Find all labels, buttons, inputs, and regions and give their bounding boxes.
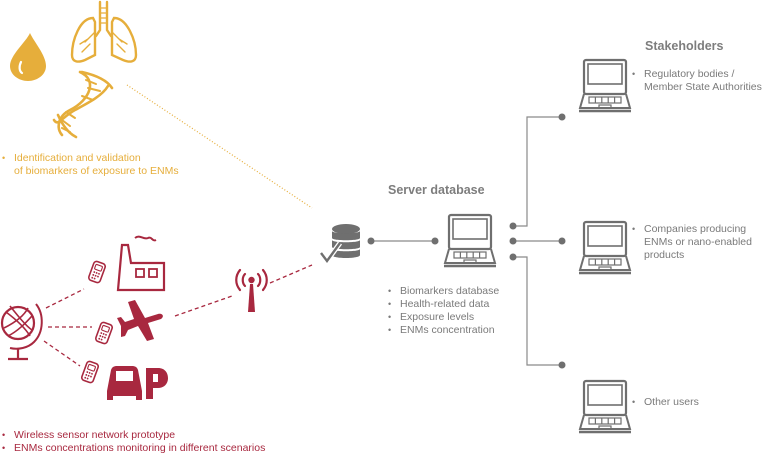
- server-bullet: Exposure levels: [388, 311, 499, 324]
- stakeholder-connectors: [513, 116, 562, 366]
- biomarkers-bullets: Identification and validation of biomark…: [2, 152, 179, 178]
- database-check-icon: [319, 224, 360, 266]
- sensor-bullets: Wireless sensor network prototype ENMs c…: [2, 429, 265, 455]
- biomarker-link-line: [126, 84, 313, 209]
- stakeholder-item: Regulatory bodies / Member State Authori…: [632, 68, 762, 94]
- drop-icon: [10, 33, 46, 81]
- globe-icon: [0, 303, 43, 361]
- stakeholder-laptop-icon: [577, 220, 633, 275]
- server-bullets: Biomarkers database Health-related data …: [388, 285, 499, 337]
- phone-icon: [94, 320, 114, 346]
- factory-icon: [116, 235, 166, 292]
- sensor-bullet: Wireless sensor network prototype: [2, 429, 265, 442]
- server-laptop-icon: [442, 213, 498, 268]
- server-title: Server database: [388, 183, 485, 197]
- car-parking-icon: [107, 366, 168, 400]
- dna-icon: [52, 70, 114, 139]
- stakeholder-laptop-icon: [577, 379, 633, 434]
- stakeholder-laptop-icon: [577, 58, 633, 113]
- sensor-network-lines: [43, 264, 313, 367]
- server-connector: [367, 237, 439, 245]
- stakeholder-item: Companies producing ENMs or nano-enabled…: [632, 223, 752, 262]
- connector-dots: [509, 113, 566, 369]
- server-bullet: Health-related data: [388, 298, 499, 311]
- stakeholders-title: Stakeholders: [645, 39, 724, 53]
- phone-icon: [87, 259, 107, 285]
- airplane-icon: [117, 300, 163, 341]
- server-bullet: Biomarkers database: [388, 285, 499, 298]
- lungs-icon: [70, 0, 138, 63]
- stakeholder-item: Other users: [632, 396, 699, 409]
- antenna-icon: [235, 268, 268, 312]
- phone-icon: [80, 359, 100, 385]
- server-bullet: ENMs concentration: [388, 324, 499, 337]
- biomarkers-bullet: Identification and validation of biomark…: [2, 152, 179, 178]
- sensor-bullet: ENMs concentrations monitoring in differ…: [2, 442, 265, 455]
